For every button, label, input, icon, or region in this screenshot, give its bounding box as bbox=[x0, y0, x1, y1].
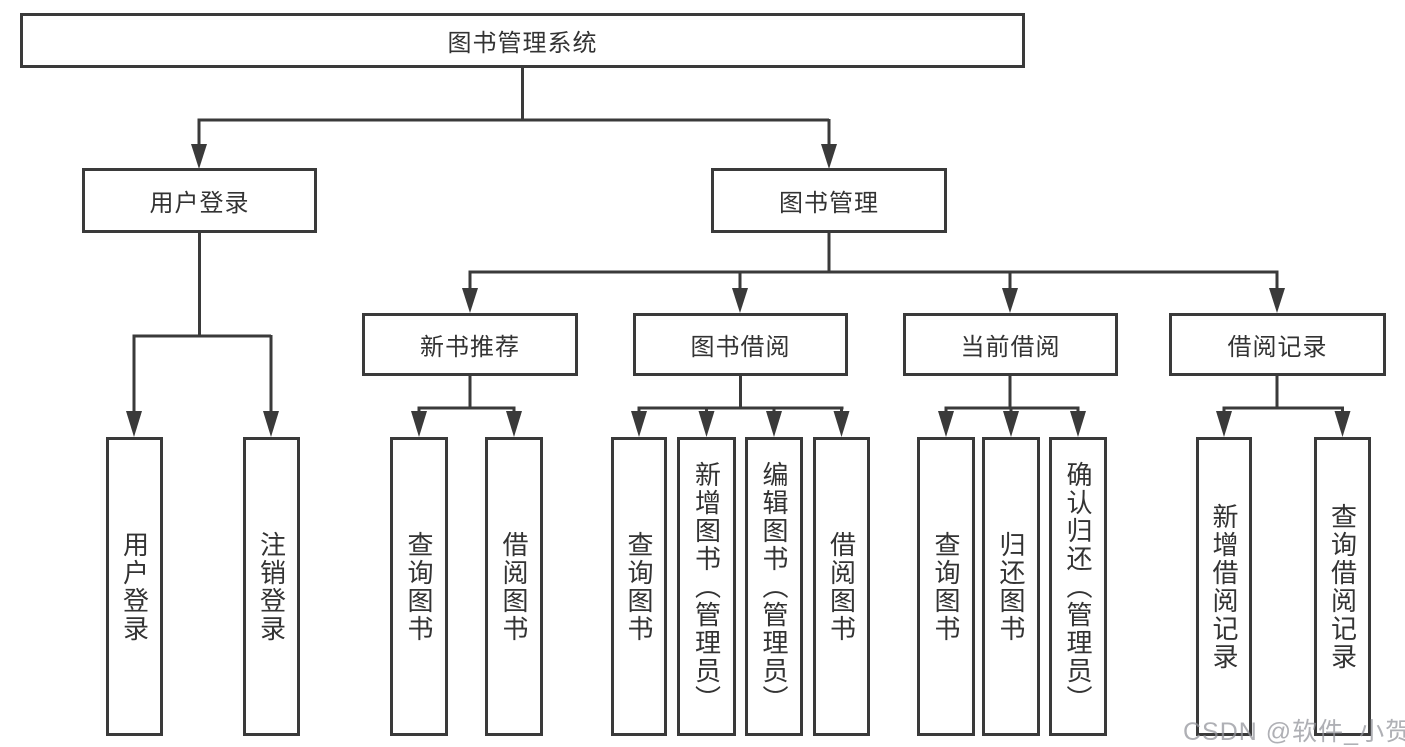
node-book-management-label: 图书管理 bbox=[779, 190, 879, 217]
node-root-system: 图书管理系统 bbox=[20, 13, 1025, 68]
node-book-management: 图书管理 bbox=[711, 168, 947, 233]
leaf-query-books-current-label: 查询图书 bbox=[931, 530, 962, 643]
leaf-borrow-books: 借阅图书 bbox=[813, 437, 870, 736]
leaf-return-books: 归还图书 bbox=[982, 437, 1040, 736]
node-book-borrowing: 图书借阅 bbox=[633, 313, 848, 376]
leaf-query-books-borrowing-label: 查询图书 bbox=[624, 530, 655, 643]
leaf-borrow-books-label: 借阅图书 bbox=[826, 530, 857, 643]
leaf-user-login: 用户登录 bbox=[106, 437, 163, 736]
leaf-add-borrow-record-label: 新增借阅记录 bbox=[1209, 502, 1240, 671]
leaf-borrow-books-recommend: 借阅图书 bbox=[485, 437, 543, 736]
leaf-add-book-admin: 新增图书（管理员） bbox=[677, 437, 736, 736]
leaf-user-login-label: 用户登录 bbox=[119, 530, 150, 643]
node-new-book-recommendation: 新书推荐 bbox=[362, 313, 578, 376]
node-borrowing-records: 借阅记录 bbox=[1169, 313, 1386, 376]
leaf-query-books-recommend-label: 查询图书 bbox=[404, 530, 435, 643]
leaf-logout: 注销登录 bbox=[243, 437, 300, 736]
csdn-watermark: CSDN @软件_小贺同学 bbox=[1183, 718, 1405, 746]
leaf-confirm-return-admin: 确认归还（管理员） bbox=[1049, 437, 1107, 736]
leaf-borrow-books-recommend-label: 借阅图书 bbox=[499, 530, 530, 643]
leaf-confirm-return-admin-label: 确认归还（管理员） bbox=[1063, 460, 1094, 713]
node-user-login-label: 用户登录 bbox=[149, 190, 250, 217]
leaf-edit-book-admin-label: 编辑图书（管理员） bbox=[759, 460, 790, 713]
leaf-query-borrow-record-label: 查询借阅记录 bbox=[1327, 502, 1358, 671]
node-user-login: 用户登录 bbox=[82, 168, 317, 233]
node-borrowing-records-label: 借阅记录 bbox=[1227, 334, 1328, 361]
leaf-query-borrow-record: 查询借阅记录 bbox=[1314, 437, 1371, 736]
leaf-return-books-label: 归还图书 bbox=[996, 530, 1027, 643]
leaf-edit-book-admin: 编辑图书（管理员） bbox=[745, 437, 803, 736]
node-current-borrowing-label: 当前借阅 bbox=[960, 334, 1061, 361]
node-root-label: 图书管理系统 bbox=[447, 30, 598, 57]
leaf-add-book-admin-label: 新增图书（管理员） bbox=[691, 460, 722, 713]
node-new-book-recommendation-label: 新书推荐 bbox=[420, 334, 520, 361]
leaf-query-books-recommend: 查询图书 bbox=[390, 437, 448, 736]
node-book-borrowing-label: 图书借阅 bbox=[690, 334, 791, 361]
leaf-logout-label: 注销登录 bbox=[256, 530, 287, 643]
node-current-borrowing: 当前借阅 bbox=[903, 313, 1118, 376]
leaf-add-borrow-record: 新增借阅记录 bbox=[1196, 437, 1252, 736]
leaf-query-books-current: 查询图书 bbox=[917, 437, 975, 736]
leaf-query-books-borrowing: 查询图书 bbox=[611, 437, 667, 736]
